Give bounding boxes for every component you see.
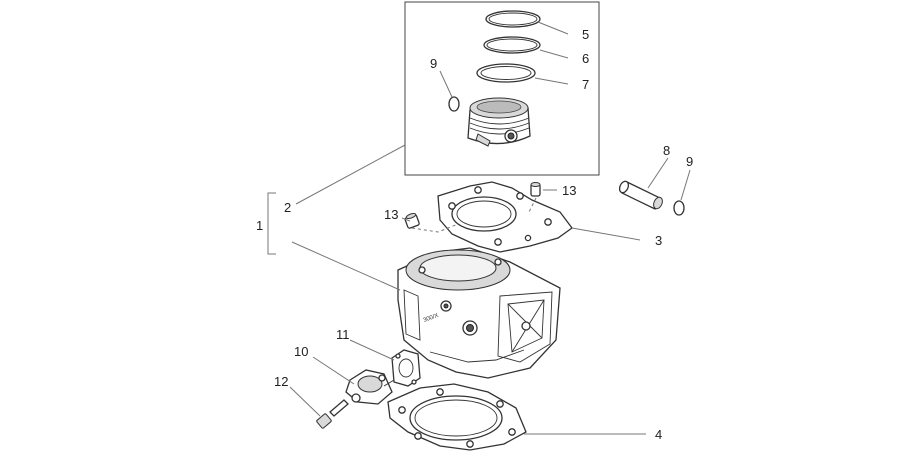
piston-pin-circlip-left xyxy=(448,96,460,112)
cylinder-block: 300/X xyxy=(397,247,561,379)
callout-2: 2 xyxy=(284,200,291,215)
callout-13-left: 13 xyxy=(384,207,398,222)
tensioner-gasket xyxy=(391,349,421,387)
dowel-pin-right xyxy=(530,182,541,197)
dowel-pin-left xyxy=(404,212,420,229)
group-bracket xyxy=(267,192,276,255)
callout-6: 6 xyxy=(582,51,589,66)
piston-ring-oil xyxy=(476,63,536,83)
cylinder-marking-text: 300/X xyxy=(423,313,440,324)
piston-pin xyxy=(618,180,663,210)
leader-lines xyxy=(289,21,691,435)
callout-1: 1 xyxy=(256,218,263,233)
callout-13-right: 13 xyxy=(562,183,576,198)
callout-8: 8 xyxy=(663,143,670,158)
piston-ring-top xyxy=(485,10,541,28)
callout-9-pin: 9 xyxy=(686,154,693,169)
piston-ring-second xyxy=(483,36,541,54)
callout-12: 12 xyxy=(274,374,288,389)
cylinder-head-gasket xyxy=(437,181,573,253)
callout-7: 7 xyxy=(582,77,589,92)
piston-pin-circlip-right xyxy=(673,200,685,216)
piston-assembly-frame xyxy=(404,1,600,176)
piston xyxy=(467,97,531,147)
callout-3: 3 xyxy=(655,233,662,248)
callout-5: 5 xyxy=(582,27,589,42)
callout-9-piston: 9 xyxy=(430,56,437,71)
cylinder-base-gasket xyxy=(387,383,527,451)
tensioner-bolt xyxy=(316,399,349,429)
callout-4: 4 xyxy=(655,427,662,442)
chain-tensioner xyxy=(345,369,395,405)
callout-10: 10 xyxy=(294,344,308,359)
callout-11: 11 xyxy=(336,327,350,342)
